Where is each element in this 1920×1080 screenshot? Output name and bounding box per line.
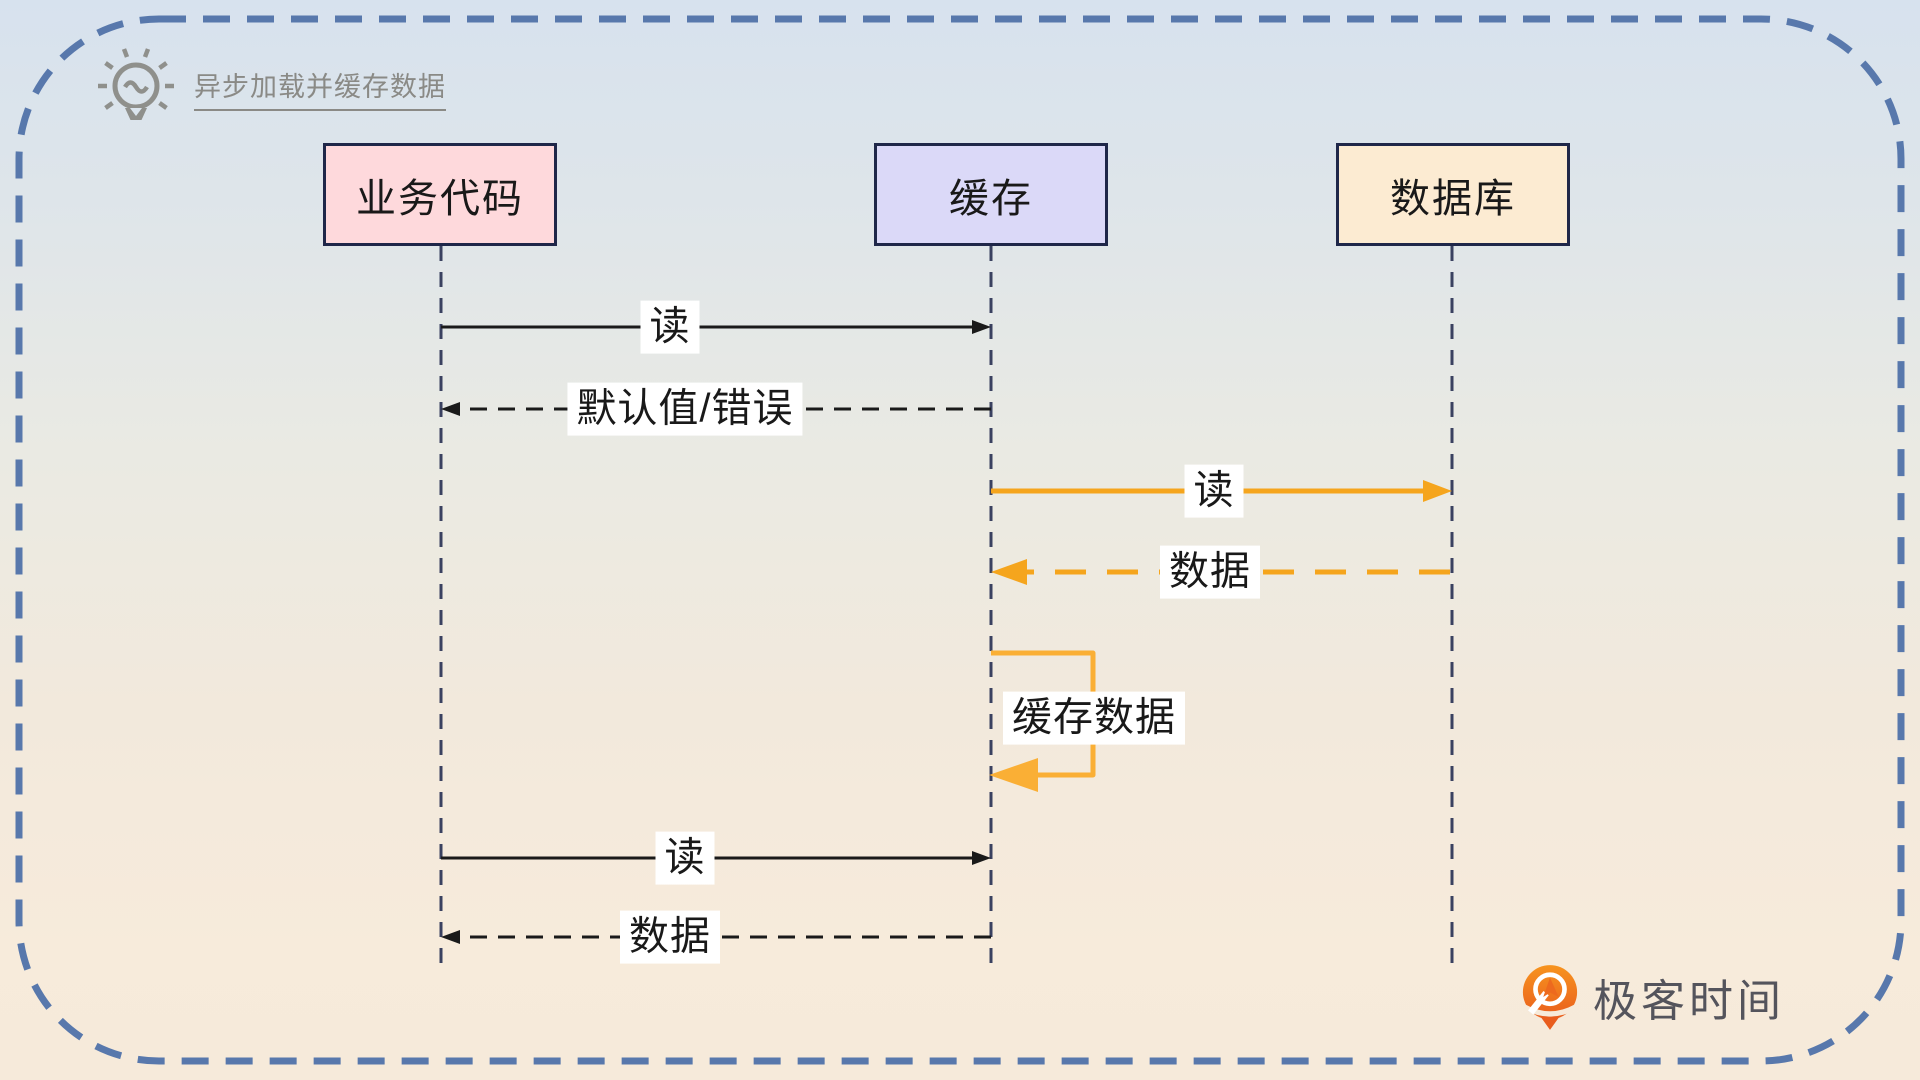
lightbulb-icon bbox=[98, 48, 174, 120]
geektime-logo-icon bbox=[1522, 965, 1578, 1030]
actor-label: 数据库 bbox=[1390, 176, 1516, 221]
message-label-read-1: 读 bbox=[640, 300, 700, 354]
lifelines bbox=[439, 246, 1454, 972]
actor-label: 缓存 bbox=[949, 176, 1033, 221]
actor-box-business-code: 业务代码 bbox=[323, 143, 557, 246]
message-label-read-2: 读 bbox=[655, 831, 715, 885]
message-label-cache-data: 缓存数据 bbox=[1003, 691, 1185, 745]
geektime-watermark: 极客时间 bbox=[1520, 962, 1785, 1032]
message-label-default-error: 默认值/错误 bbox=[567, 382, 803, 436]
actor-box-cache: 缓存 bbox=[874, 143, 1108, 246]
message-label-read-db: 读 bbox=[1184, 464, 1244, 518]
diagram-title: 异步加载并缓存数据 bbox=[94, 44, 446, 132]
actor-label: 业务代码 bbox=[356, 176, 524, 221]
message-label-data-db: 数据 bbox=[1160, 545, 1260, 599]
message-label-data-2: 数据 bbox=[620, 910, 720, 964]
page-title: 异步加载并缓存数据 bbox=[194, 65, 446, 111]
watermark-text: 极客时间 bbox=[1593, 977, 1785, 1026]
actor-box-database: 数据库 bbox=[1336, 143, 1570, 246]
